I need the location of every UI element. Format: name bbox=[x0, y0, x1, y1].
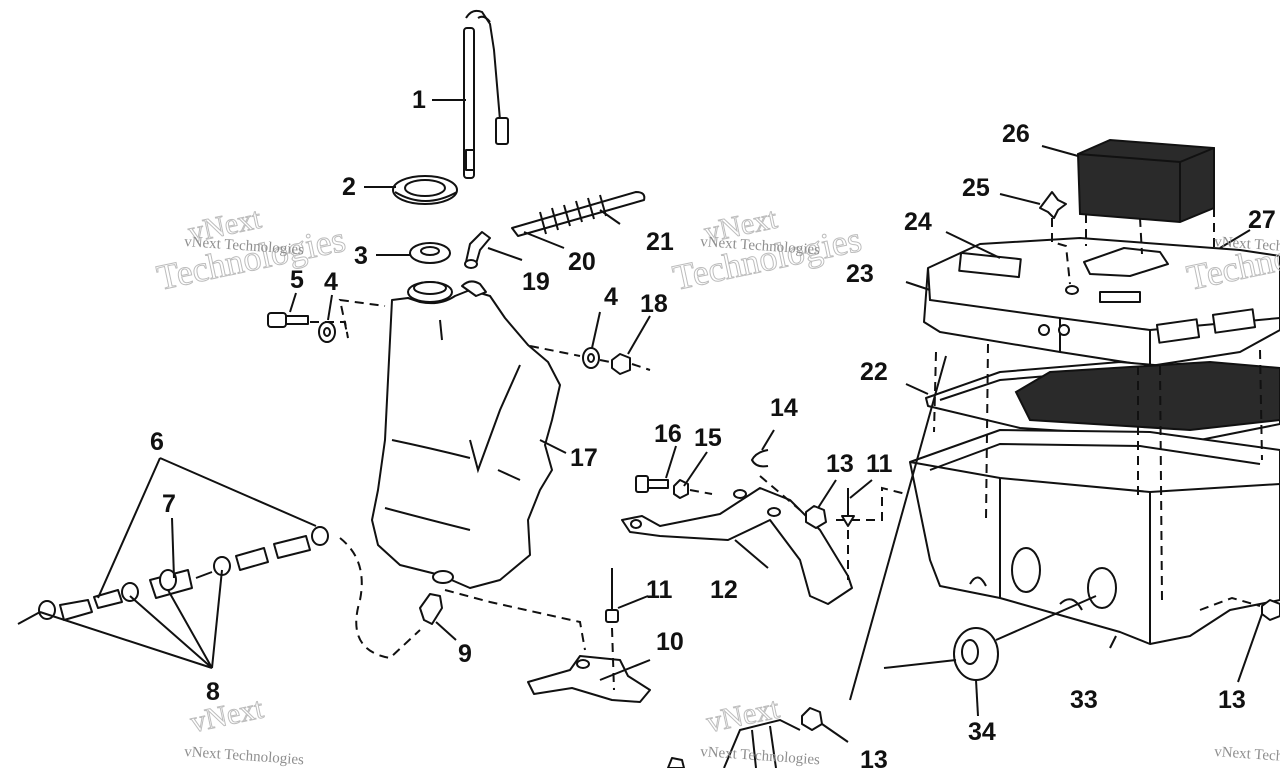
callout-23: 23 bbox=[846, 260, 874, 288]
callout-labels: 1 2 3 4 5 4 6 7 8 9 10 11 11 12 13 13 13… bbox=[150, 86, 1276, 768]
callout-16: 16 bbox=[654, 420, 682, 448]
drain-fitting bbox=[419, 593, 443, 625]
bracket-nut bbox=[805, 505, 827, 529]
callout-22: 22 bbox=[860, 358, 888, 386]
callout-3: 3 bbox=[354, 242, 368, 270]
callout-25: 25 bbox=[962, 174, 990, 202]
lower-bracket bbox=[527, 655, 651, 703]
bracket-bolt bbox=[635, 475, 669, 493]
callout-13-right: 13 bbox=[1218, 686, 1246, 714]
hardware-nut-lower bbox=[801, 707, 823, 731]
callout-17: 17 bbox=[570, 444, 598, 472]
callout-13-center: 13 bbox=[826, 450, 854, 478]
callout-27: 27 bbox=[1248, 206, 1276, 234]
air-filter bbox=[1014, 360, 1280, 432]
washer-right bbox=[582, 347, 600, 369]
callout-4-left: 4 bbox=[324, 268, 338, 296]
callout-21: 21 bbox=[646, 228, 674, 256]
callout-7: 7 bbox=[162, 490, 176, 518]
callout-34: 34 bbox=[968, 718, 996, 746]
callout-18: 18 bbox=[640, 290, 668, 318]
callout-13-bottom: 13 bbox=[860, 746, 888, 768]
partial-parts-bottom bbox=[667, 718, 801, 768]
callout-19: 19 bbox=[522, 268, 550, 296]
callout-8: 8 bbox=[206, 678, 220, 706]
callout-12: 12 bbox=[710, 576, 738, 604]
tank-cap bbox=[392, 175, 458, 205]
callout-1: 1 bbox=[412, 86, 426, 114]
watermark-text: vNext Technologies bbox=[184, 744, 305, 768]
filter-screen bbox=[1076, 138, 1215, 224]
elbow-fitting bbox=[464, 231, 491, 269]
callout-26: 26 bbox=[1002, 120, 1030, 148]
watermark-brand: vNext bbox=[187, 692, 266, 740]
mounting-bracket bbox=[621, 487, 853, 605]
callout-14: 14 bbox=[770, 394, 798, 422]
callout-5: 5 bbox=[290, 266, 304, 294]
fuel-tank bbox=[371, 280, 561, 589]
callout-24: 24 bbox=[904, 208, 932, 236]
watermark-text: vNext Technologies bbox=[1214, 744, 1280, 768]
callout-11-lower: 11 bbox=[646, 576, 673, 604]
vent-hose bbox=[511, 191, 646, 237]
nut bbox=[611, 353, 631, 375]
callout-9: 9 bbox=[458, 640, 472, 668]
grommet bbox=[953, 627, 999, 681]
callout-6: 6 bbox=[150, 428, 164, 456]
callout-15: 15 bbox=[694, 424, 722, 452]
callout-2: 2 bbox=[342, 173, 356, 201]
airbox-base bbox=[909, 429, 1280, 645]
fuel-line bbox=[17, 526, 329, 625]
bracket-screw bbox=[841, 488, 855, 527]
callout-20: 20 bbox=[568, 248, 596, 276]
callout-4-right: 4 bbox=[604, 283, 618, 311]
fuel-sensor bbox=[463, 9, 509, 179]
watermark-text: vNext Technologies bbox=[700, 744, 821, 768]
bolt bbox=[267, 312, 309, 328]
star-fastener bbox=[1039, 191, 1067, 219]
callout-11-upper: 11 bbox=[866, 450, 893, 478]
cap-gasket bbox=[409, 242, 451, 264]
callout-33: 33 bbox=[1070, 686, 1098, 714]
watermark-bottom-left: vNext bbox=[187, 691, 267, 740]
callout-10: 10 bbox=[656, 628, 684, 656]
leader-lines bbox=[39, 99, 1263, 743]
wire-clip bbox=[750, 449, 769, 468]
hardware-right-edge bbox=[1261, 599, 1280, 621]
lower-screw bbox=[605, 568, 619, 623]
washer bbox=[318, 321, 336, 343]
airbox-lid bbox=[923, 237, 1280, 367]
